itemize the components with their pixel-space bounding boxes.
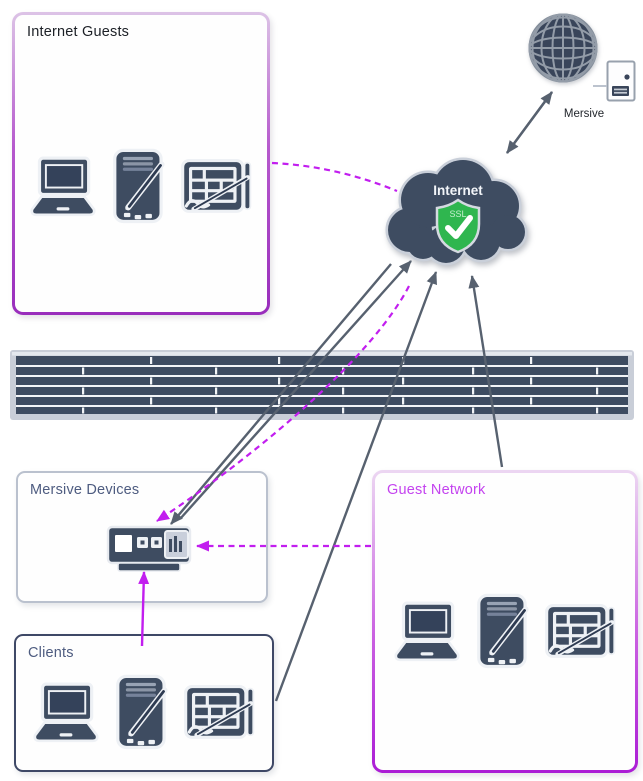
globe-icon (528, 13, 598, 83)
mersive-pod-icon (106, 523, 200, 575)
pda-icon (475, 593, 531, 671)
laptop-icon (31, 682, 101, 744)
mersive-host-label: Mersive (563, 108, 605, 120)
clients-devices (16, 674, 272, 752)
guest-network-title: Guest Network (387, 482, 486, 498)
internet-guests-devices (15, 148, 267, 226)
pda-icon (114, 674, 170, 752)
pda-icon (111, 148, 167, 226)
globe-to-internet-arrow (506, 91, 553, 154)
mersive-devices-box: Mersive Devices (16, 471, 268, 603)
internet-to-globe-arrow (506, 91, 553, 154)
guest-network-devices (375, 593, 635, 671)
clients-title: Clients (28, 645, 74, 661)
internet-guests-box: Internet Guests (12, 12, 270, 315)
internet-label: Internet (433, 183, 483, 198)
internet-guests-title: Internet Guests (27, 24, 130, 40)
tablet-icon (183, 682, 257, 744)
laptop-icon (392, 601, 462, 663)
internet-cloud: Internet SSL (385, 157, 528, 266)
tablet-icon (180, 156, 254, 218)
guest-network-box: Guest Network (372, 470, 638, 773)
mersive-devices-title: Mersive Devices (30, 482, 140, 498)
clients-box: Clients (14, 634, 274, 772)
ssl-shield-icon: SSL (435, 198, 481, 254)
ssl-label: SSL (449, 209, 466, 219)
laptop-icon (28, 156, 98, 218)
firewall-wall (10, 350, 634, 420)
server-icon (606, 60, 636, 102)
tablet-icon (544, 601, 618, 663)
